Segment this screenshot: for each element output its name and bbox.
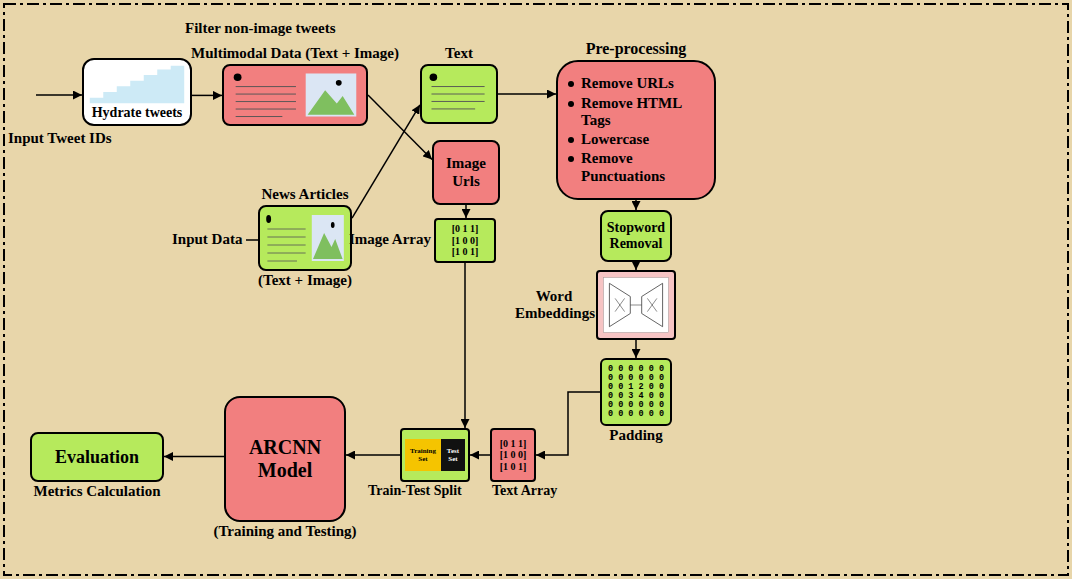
flow-arrow bbox=[192, 95, 222, 97]
node-heading: Metrics Calculation bbox=[33, 483, 160, 500]
node-text: Image Urls bbox=[437, 155, 495, 190]
node-heading: Padding bbox=[609, 427, 662, 444]
node-text: ARCNN Model bbox=[229, 436, 341, 482]
node-text: 0 0 0 0 0 0 bbox=[608, 410, 664, 419]
image-urls-box: Image Urls bbox=[432, 140, 500, 205]
node-text: Test Set bbox=[441, 439, 465, 471]
node-heading: Image Array bbox=[349, 232, 431, 249]
dashed-border bbox=[4, 4, 1068, 575]
padding-box: 0 0 0 0 0 00 0 0 0 0 00 0 1 2 0 00 0 3 4… bbox=[600, 358, 672, 426]
flow-arrow bbox=[164, 456, 224, 458]
flow-arrow bbox=[346, 454, 400, 456]
node-text: 0 0 0 0 0 0 bbox=[608, 365, 664, 374]
evaluation-box: EvaluationMetrics Calculation bbox=[30, 432, 164, 482]
node-heading: News Articles bbox=[261, 186, 348, 203]
flow-arrow bbox=[536, 392, 600, 455]
node-text: Lowercase bbox=[581, 131, 649, 148]
node-text: Stopword Removal bbox=[605, 220, 667, 252]
input-arrow bbox=[36, 94, 82, 96]
flow-arrow bbox=[635, 200, 637, 210]
bullet-item: Lowercase bbox=[566, 131, 649, 148]
node-heading: (Text + Image) bbox=[258, 272, 352, 289]
node-text: 0 0 3 4 0 0 bbox=[608, 392, 664, 401]
node-heading: Multimodal Data (Text + Image) bbox=[191, 45, 399, 62]
node-heading: Text Array bbox=[492, 483, 557, 499]
text-document-icon bbox=[422, 66, 496, 122]
model-box: ARCNN Model(Training and Testing) bbox=[224, 396, 346, 522]
network-icon bbox=[598, 272, 674, 338]
node-text: Hydrate tweets bbox=[92, 105, 183, 121]
bullet-item: Remove HTML Tags bbox=[566, 95, 706, 130]
node-heading: (Training and Testing) bbox=[213, 523, 356, 540]
flow-arrow bbox=[470, 454, 490, 456]
preprocessing-box: Pre-processingRemove URLsRemove HTML Tag… bbox=[556, 60, 716, 200]
node-text: Evaluation bbox=[55, 447, 139, 468]
bullet-dot bbox=[568, 156, 574, 162]
node-heading: Word Embeddings bbox=[515, 288, 593, 323]
node-text: 0 0 0 0 0 0 bbox=[608, 374, 664, 383]
bullet-item: Remove URLs bbox=[566, 75, 674, 92]
text-box: Text bbox=[420, 64, 498, 124]
node-text: Remove URLs bbox=[581, 75, 674, 92]
node-text: 0 0 1 2 0 0 bbox=[608, 383, 664, 392]
input-label: Input Data bbox=[172, 231, 242, 248]
node-text: Training Set bbox=[405, 439, 441, 471]
flow-arrow bbox=[635, 262, 637, 270]
node-text: [1 0 1] bbox=[452, 246, 479, 258]
hydrate-box: Hydrate tweets bbox=[82, 58, 192, 126]
node-text: [0 1 1] bbox=[452, 223, 479, 235]
node-text: [0 1 1] bbox=[500, 438, 527, 450]
stopword-box: Stopword Removal bbox=[600, 210, 672, 262]
node-text: [1 0 0] bbox=[452, 235, 479, 247]
image-array-box: Image Array[0 1 1][1 0 0][1 0 1] bbox=[434, 218, 496, 263]
flow-arrow bbox=[635, 340, 637, 358]
node-text: [1 0 1] bbox=[500, 461, 527, 473]
document-icon bbox=[224, 66, 366, 124]
text-array-box: [0 1 1][1 0 0][1 0 1]Text Array bbox=[490, 428, 536, 482]
bullet-dot bbox=[568, 101, 574, 107]
flow-arrow bbox=[498, 93, 556, 95]
document-icon bbox=[260, 207, 350, 269]
input-label: Input Tweet IDs bbox=[8, 130, 112, 147]
multimodal-box: Multimodal Data (Text + Image) bbox=[222, 64, 368, 126]
node-heading: Pre-processing bbox=[586, 40, 687, 58]
flow-arrow bbox=[465, 205, 467, 218]
bullet-dot bbox=[568, 137, 574, 143]
flow-arrow bbox=[464, 263, 466, 429]
bullet-dot bbox=[568, 81, 574, 87]
news-box: News Articles(Text + Image) bbox=[258, 205, 352, 271]
node-heading: Train-Test Split bbox=[368, 483, 462, 499]
node-text: Remove Punctuations bbox=[581, 150, 706, 185]
node-text: 0 0 0 0 0 0 bbox=[608, 401, 664, 410]
embedding-box: Word Embeddings bbox=[596, 270, 676, 340]
node-text: Remove HTML Tags bbox=[581, 95, 706, 130]
train-test-box: Training SetTest SetTrain-Test Split bbox=[400, 428, 470, 482]
filter-note: Filter non-image tweets bbox=[185, 20, 336, 37]
input-line bbox=[246, 239, 258, 241]
node-heading: Text bbox=[445, 45, 473, 62]
bullet-item: Remove Punctuations bbox=[566, 150, 706, 185]
node-text: [1 0 0] bbox=[500, 449, 527, 461]
